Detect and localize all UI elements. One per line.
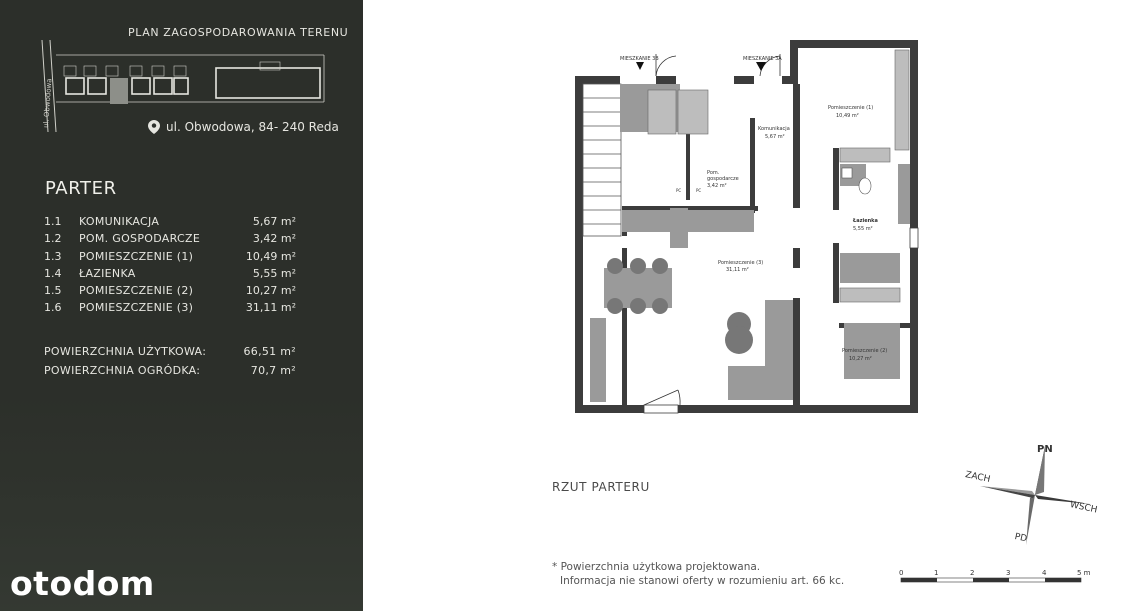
scale-tick: 3 [1006,569,1010,577]
scale-tick: 1 [934,569,938,577]
site-plan-title: PLAN ZAGOSPODAROWANIA TERENU [128,26,349,39]
floor-plan: MIESZKANIE 3B MIESZKANIE 3A Komunikacja … [575,40,919,414]
entrance-a-label: MIESZKANIE 3A [743,56,782,62]
room-list: 1.1 KOMUNIKACJA 5,67 m² 1.2 POM. GOSPODA… [44,213,296,317]
scale-tick: 2 [970,569,974,577]
usable-area-label: POWIERZCHNIA UŻYTKOWA: [44,345,207,358]
pomieszczenie-1-area: 10,49 m² [836,113,859,119]
pomieszczenie-2-label: Pomieszczenie (2) [842,348,887,354]
pomieszczenie-3-label: Pomieszczenie (3) [718,260,763,266]
garden-area-row: POWIERZCHNIA OGRÓDKA: 70,7 m² [44,364,296,377]
room-row: 1.2 POM. GOSPODARCZE 3,42 m² [44,230,296,247]
garden-area-value: 70,7 m² [250,364,296,377]
address-text: ul. Obwodowa, 84- 240 Reda [166,120,339,134]
compass-west: ZACH [964,470,991,485]
address: ul. Obwodowa, 84- 240 Reda [148,120,339,134]
compass-east: WSCH [1069,500,1098,516]
room-name: KOMUNIKACJA [79,215,160,228]
gospodarcze-area: 3,42 m² [707,183,727,189]
room-number: 1.3 [44,249,62,263]
scale-tick: 4 [1042,569,1047,577]
usable-area-row: POWIERZCHNIA UŻYTKOWA: 66,51 m² [44,345,296,358]
pomieszczenie-3-area: 31,11 m² [726,267,749,273]
room-number: 1.6 [44,301,62,315]
compass-north: PN [1037,444,1053,455]
site-plan-map: ul. Obwodowa [41,40,325,133]
room-area: 3,42 m² [252,232,296,246]
room-name: POM. GOSPODARCZE [79,232,201,246]
room-row: 1.4 ŁAZIENKA 5,55 m² [44,265,296,282]
pc-label: PC [676,188,681,193]
pc-label: PC [696,188,701,193]
scale-bar: 0 1 2 3 4 5 m [899,569,1091,583]
room-row: 1.1 KOMUNIKACJA 5,67 m² [44,213,296,230]
usable-area-value: 66,51 m² [243,345,296,358]
street-label: ul. Obwodowa [42,78,53,128]
room-row: 1.5 POMIESZCZENIE (2) 10,27 m² [44,282,296,299]
otodom-logo[interactable]: otodom [10,564,155,603]
location-pin-icon [148,120,160,134]
komunikacja-area: 5,67 m² [765,134,785,140]
compass-rose: PN PD ZACH WSCH [964,444,1098,545]
room-number: 1.1 [44,215,62,228]
room-number: 1.4 [44,266,62,280]
room-area: 10,49 m² [245,249,296,263]
footnote-line-2: Informacja nie stanowi oferty w rozumien… [560,575,845,587]
komunikacja-label: Komunikacja [758,126,790,132]
lazienka-label: Łazienka [852,218,878,224]
scale-tick: 5 m [1077,569,1091,577]
garden-area-label: POWIERZCHNIA OGRÓDKA: [44,364,201,377]
pomieszczenie-2-area: 10,27 m² [849,356,872,362]
room-number: 1.2 [44,232,62,246]
panel-texture [0,395,363,611]
plan-caption: RZUT PARTERU [552,480,650,494]
room-area: 31,11 m² [245,301,296,315]
room-area: 10,27 m² [245,284,296,298]
lazienka-area: 5,55 m² [853,226,873,232]
gospodarcze-label-2: gospodarcze [707,176,739,182]
floor-title: PARTER [45,178,117,199]
room-area: 5,67 m² [252,215,296,228]
pomieszczenie-1-label: Pomieszczenie (1) [828,105,873,111]
room-name: POMIESZCZENIE (2) [79,284,194,298]
room-name: POMIESZCZENIE (1) [79,249,194,263]
room-row: 1.3 POMIESZCZENIE (1) 10,49 m² [44,248,296,265]
info-panel: PLAN ZAGOSPODAROWANIA TERENU ul. Obwodow… [0,0,363,611]
room-name: POMIESZCZENIE (3) [79,301,194,315]
room-row: 1.6 POMIESZCZENIE (3) 31,11 m² [44,299,296,316]
room-area: 5,55 m² [252,266,296,280]
compass-south: PD [1014,532,1028,544]
footnote: * Powierzchnia użytkowa projektowana. In… [552,560,844,588]
room-name: ŁAZIENKA [79,266,136,280]
gospodarcze-label: Pom. [707,170,720,176]
footnote-line-1: * Powierzchnia użytkowa projektowana. [552,561,761,573]
room-number: 1.5 [44,284,62,298]
entrance-b-label: MIESZKANIE 3B [620,56,659,62]
scale-tick: 0 [899,569,903,577]
